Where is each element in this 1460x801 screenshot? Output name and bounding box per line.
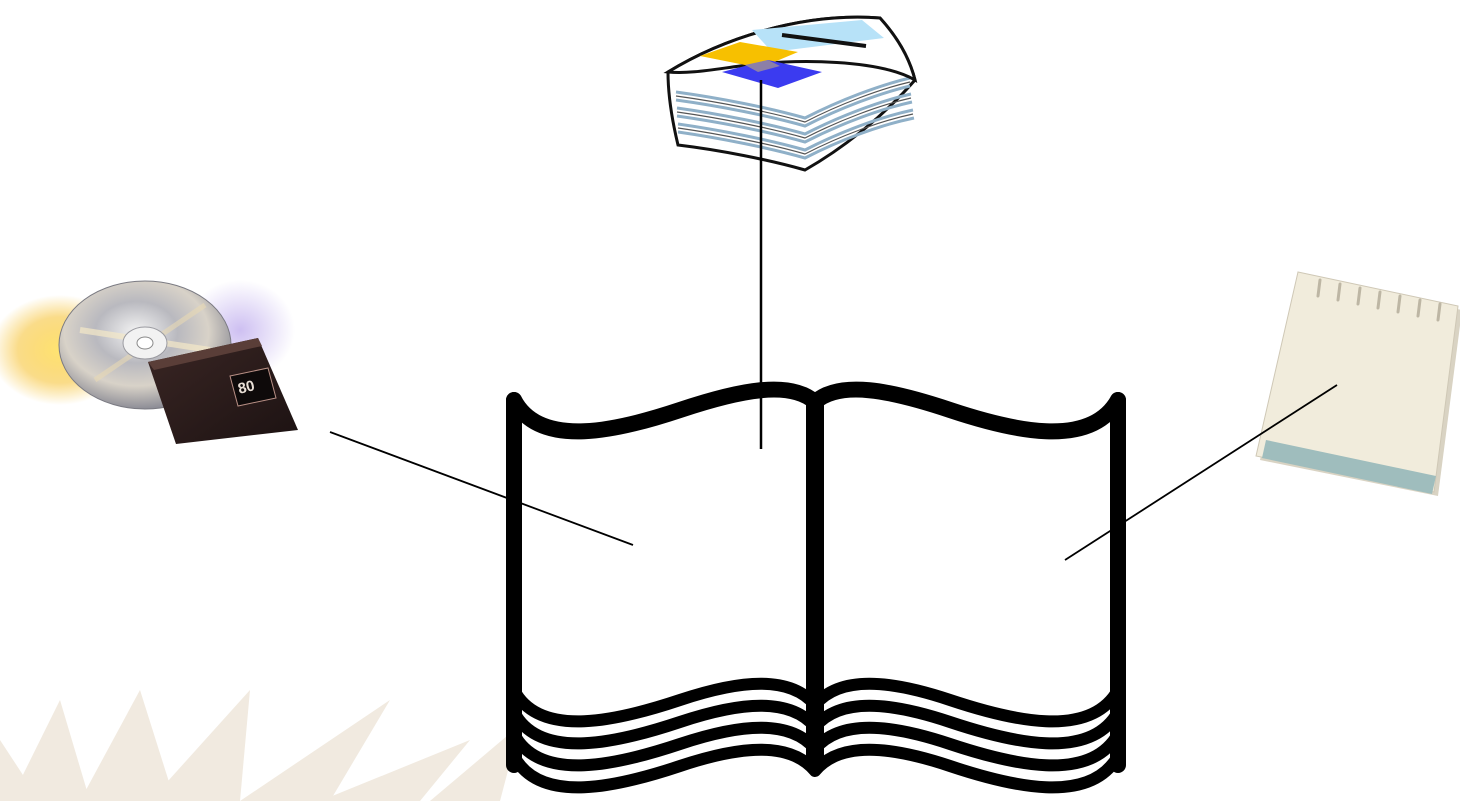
open-book-icon [506, 381, 1126, 794]
notepad-icon [1255, 271, 1460, 496]
connector-lines [329, 80, 1338, 561]
newspaper-stack-icon [663, 15, 918, 172]
cd-and-minidisc-icon [0, 280, 298, 444]
connector-notepad-book [1064, 384, 1338, 561]
sunburst-watermark [0, 690, 520, 801]
connector-cd-book [329, 431, 634, 546]
